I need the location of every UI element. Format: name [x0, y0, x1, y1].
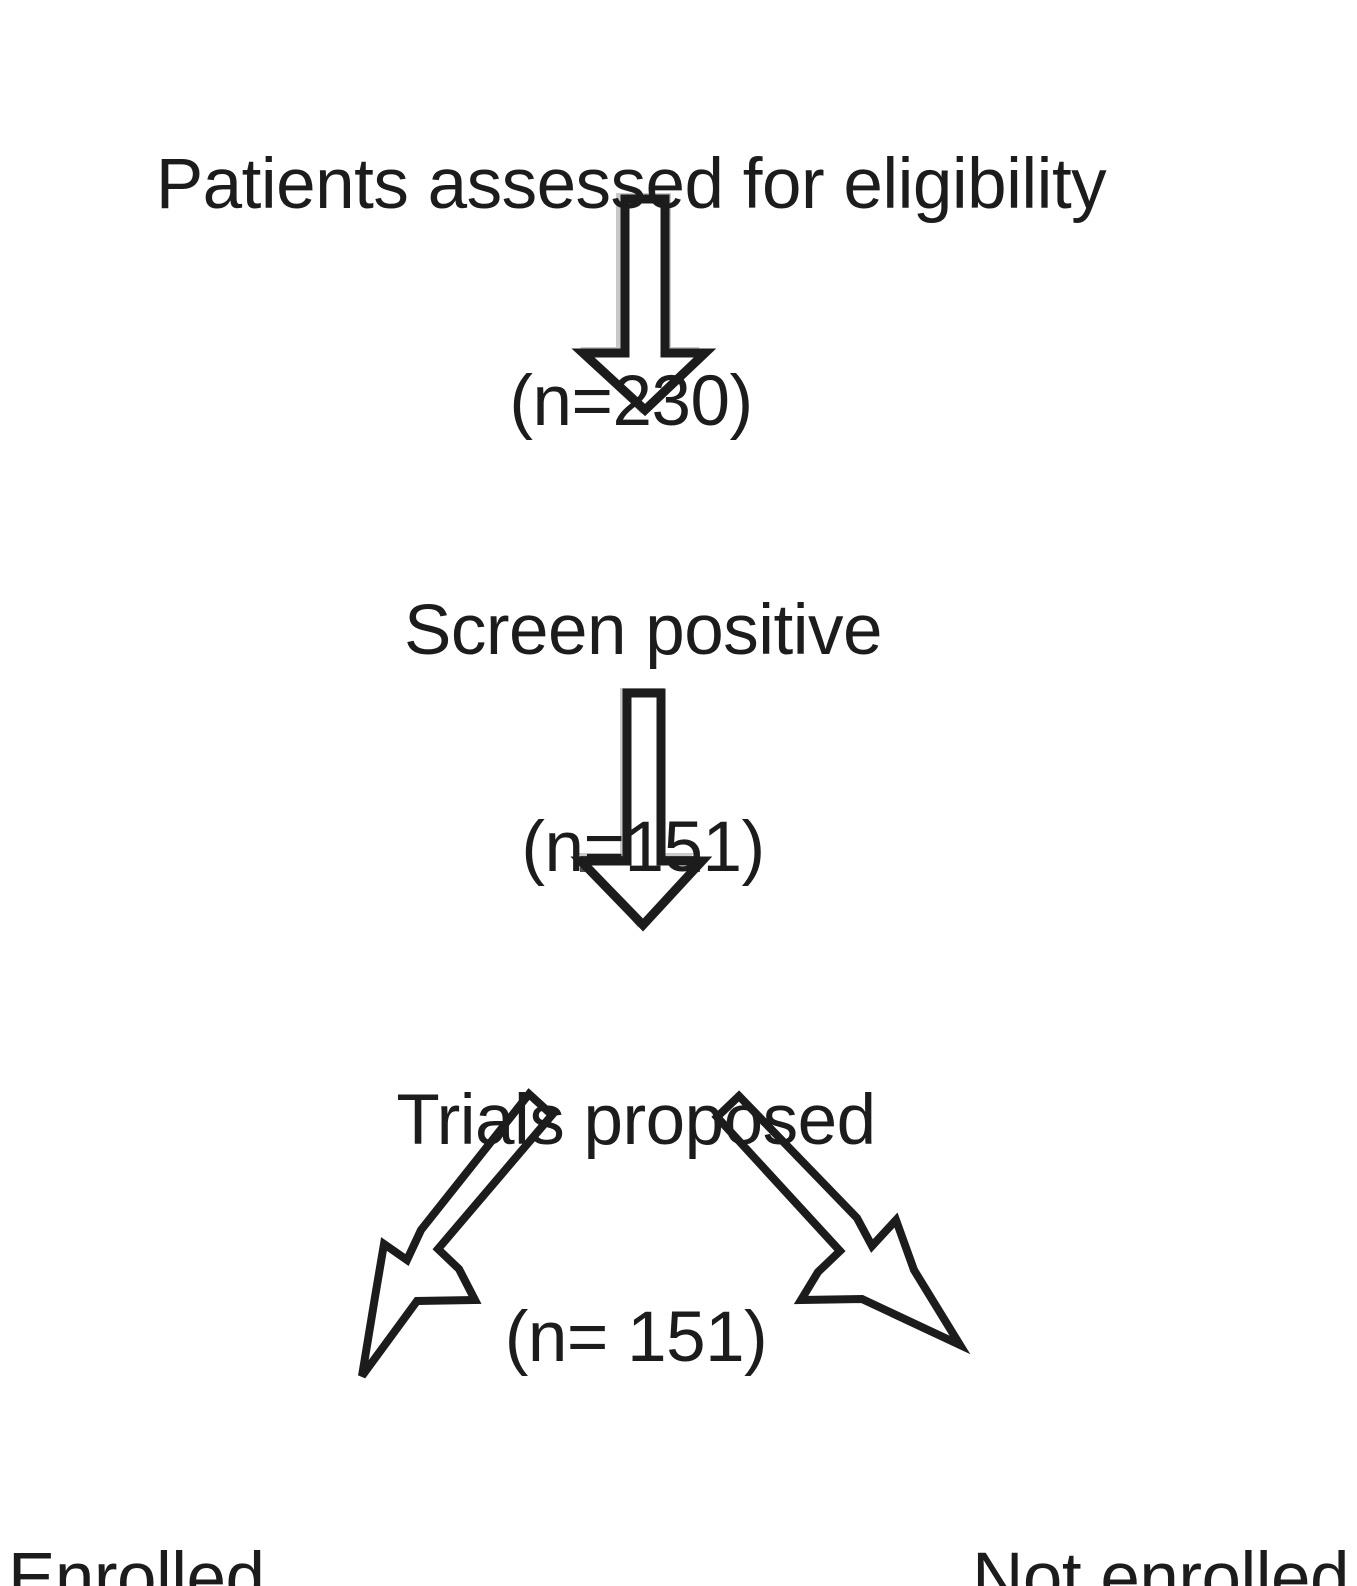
node-enrolled: Enrolled (n=57)	[8, 1398, 265, 1586]
node-label-line1: Screen positive	[404, 590, 882, 670]
node-label-line1: Patients assessed for eligibility	[155, 144, 1107, 224]
node-trials-proposed: Trials proposed (n= 151)	[0, 940, 1272, 1519]
node-not-enrolled: Not enrolled (n= 94)	[972, 1398, 1349, 1586]
node-label-line1: Enrolled	[8, 1538, 265, 1586]
node-label-line1: Not enrolled	[972, 1538, 1349, 1586]
node-screen-positive: Screen positive (n=151)	[0, 450, 1286, 1029]
node-label-line1: Trials proposed	[396, 1080, 876, 1160]
node-count-line2: (n= 151)	[504, 1298, 768, 1378]
node-patients-assessed-for-eligibility: Patients assessed for eligibility (n=230…	[0, 4, 1262, 583]
node-count-line2: (n=151)	[521, 808, 765, 888]
node-count-line2: (n=230)	[509, 362, 753, 442]
